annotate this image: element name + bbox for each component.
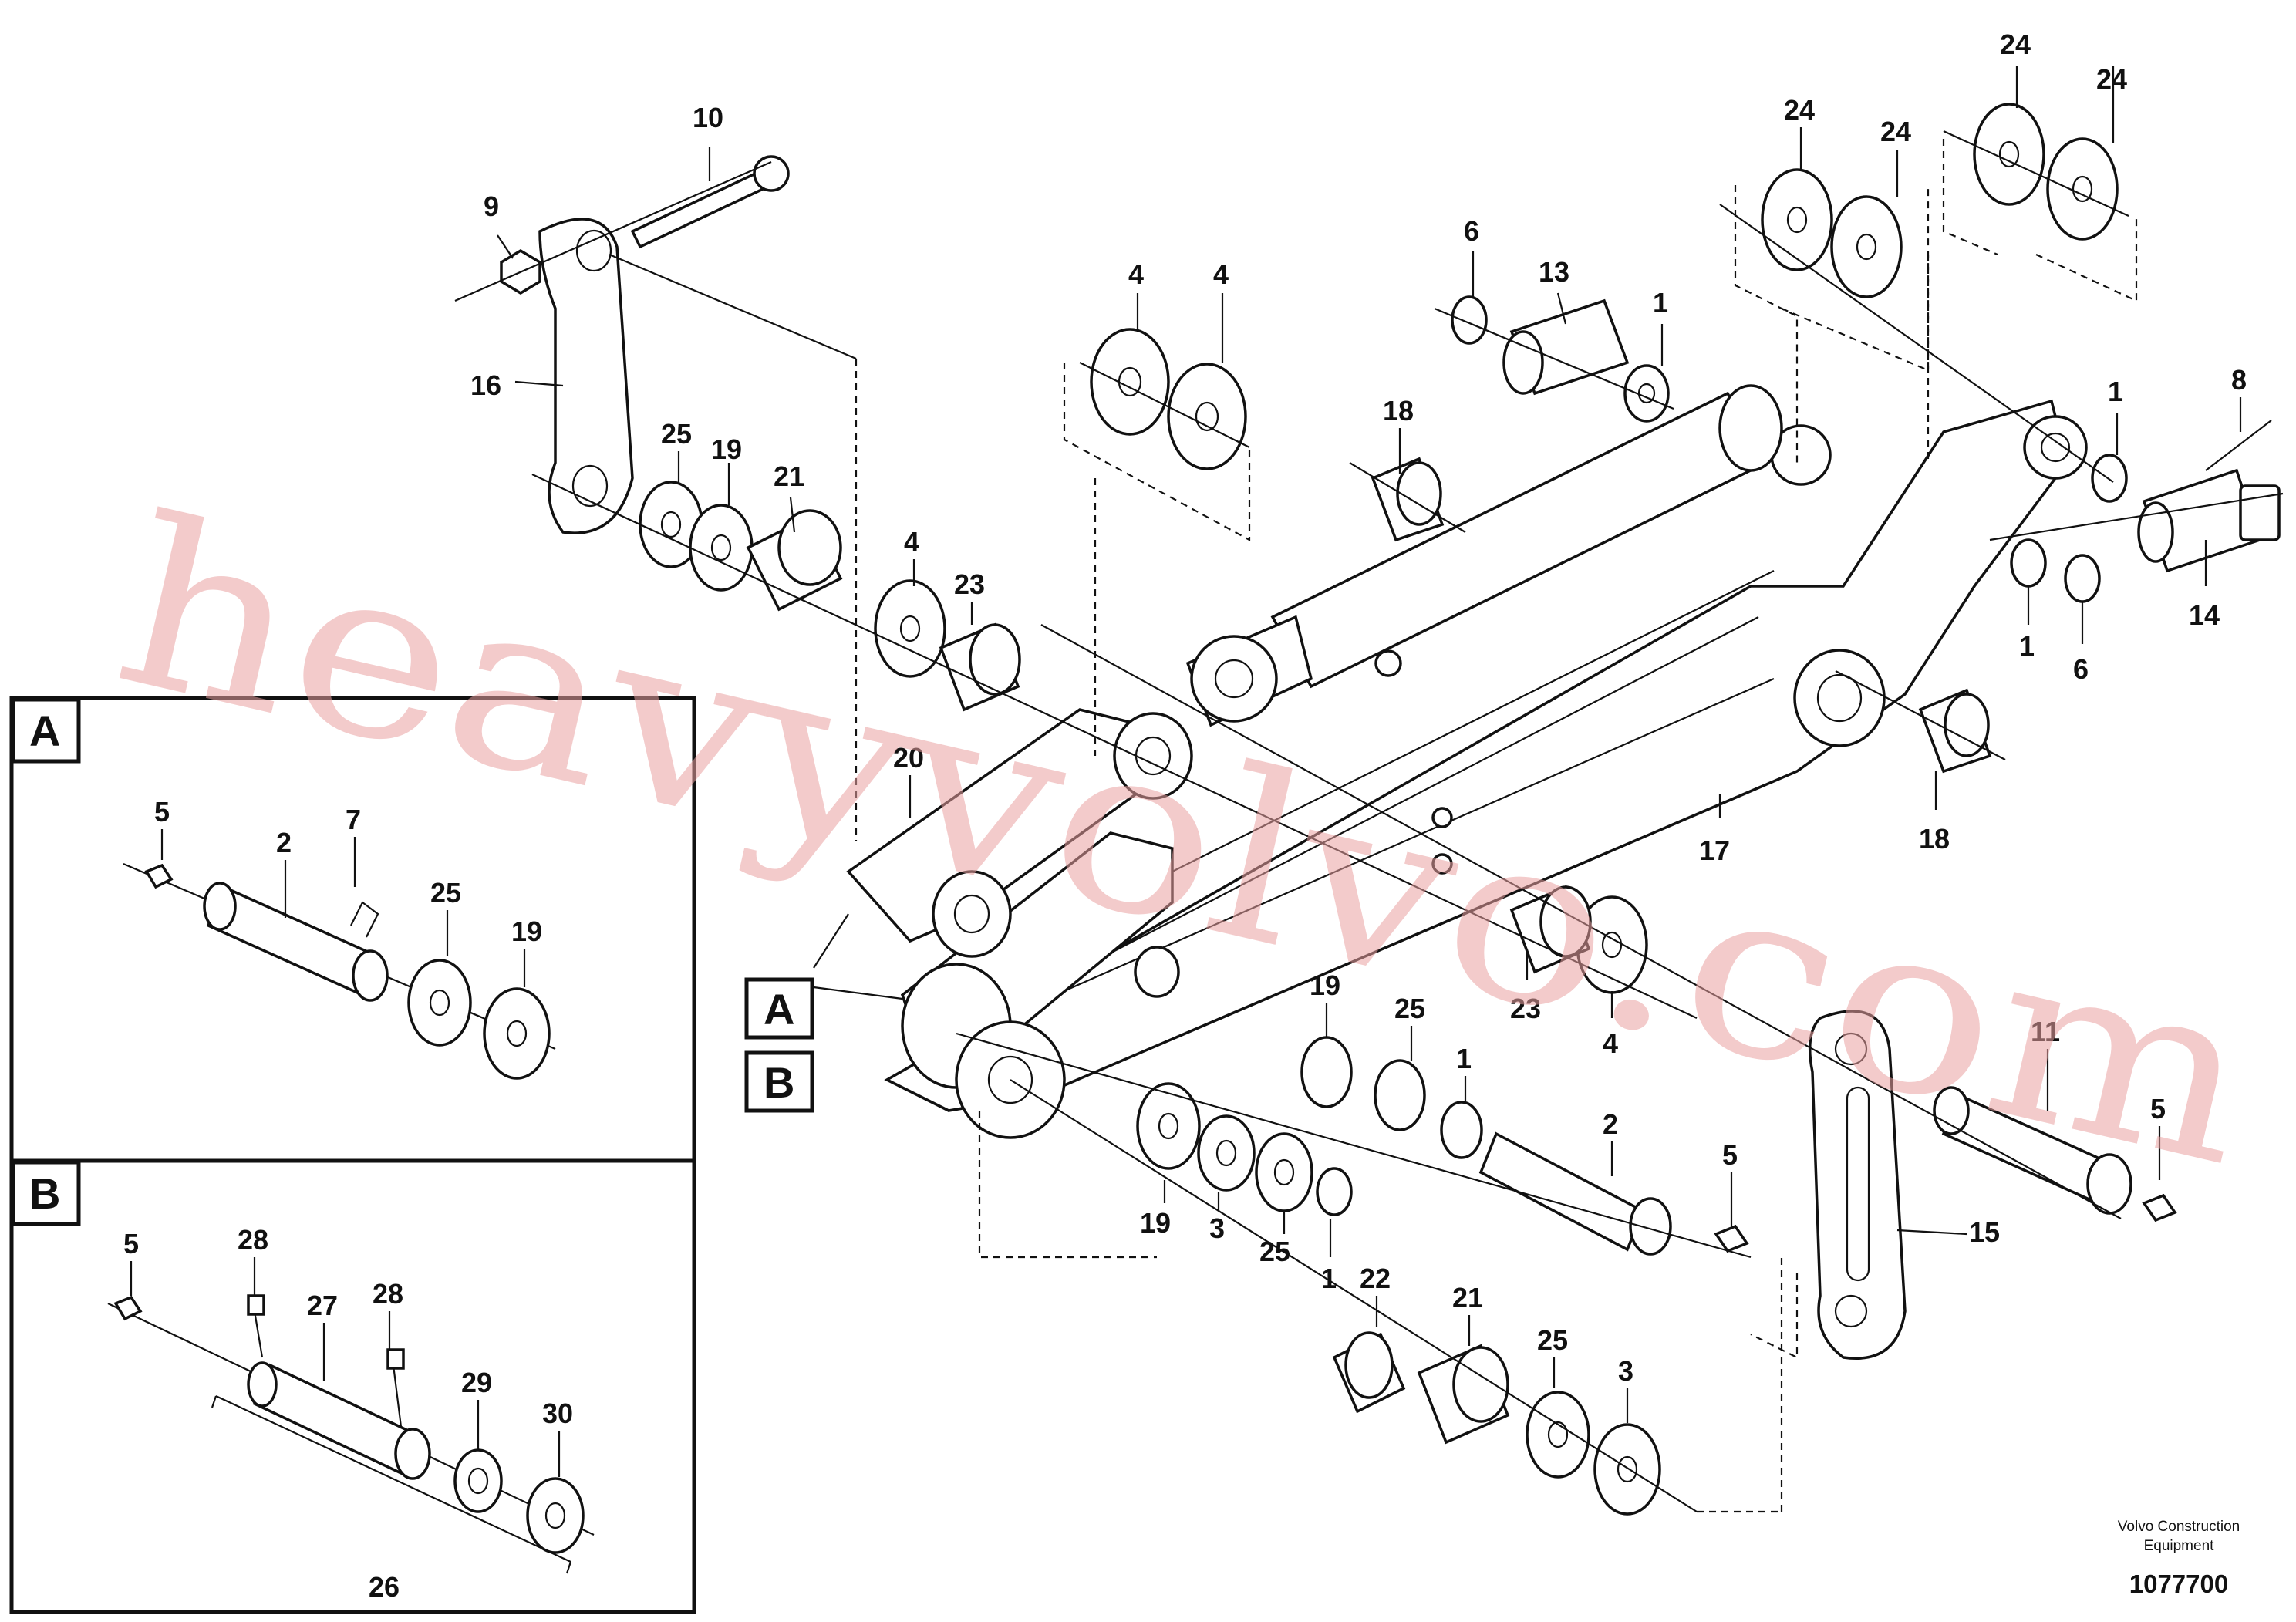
callout: 21 [1452, 1282, 1483, 1313]
callout: 30 [542, 1398, 573, 1429]
callout: 24 [1784, 94, 1815, 126]
callout: 2 [276, 827, 292, 858]
inset-a: A 5 2 7 25 19 [9, 696, 696, 1163]
callout: 13 [1539, 256, 1569, 288]
callout: 17 [1699, 835, 1730, 866]
callout: 20 [893, 742, 924, 774]
callout: 18 [1383, 395, 1414, 427]
callout: 11 [2031, 1016, 2060, 1047]
callout: 28 [238, 1224, 268, 1256]
callout: 2 [1603, 1108, 1618, 1140]
callout: 21 [774, 460, 804, 492]
callout: 19 [511, 916, 542, 947]
pointer-labels: A B [744, 977, 814, 1113]
inset-b-letter: B [29, 1169, 60, 1218]
callout: 15 [1969, 1216, 2000, 1248]
callout: 24 [1880, 116, 1911, 147]
callout: 24 [2000, 29, 2031, 60]
pointer-label-b: B [764, 1058, 794, 1107]
callout: 27 [307, 1290, 338, 1321]
callout: 5 [154, 796, 170, 828]
pointer-label-a: A [764, 985, 794, 1034]
callout: 22 [1360, 1263, 1391, 1294]
callout: 23 [954, 568, 985, 600]
callout: 18 [1919, 823, 1950, 855]
callout: 1 [1456, 1043, 1472, 1074]
callout: 1 [1321, 1263, 1337, 1294]
callout: 28 [373, 1278, 403, 1310]
callout-labels: 10 9 16 25 19 21 4 4 4 23 20 6 13 1 18 2… [470, 29, 2247, 1387]
callout: 29 [461, 1367, 492, 1398]
callout: 19 [1310, 969, 1340, 1001]
callout: 10 [693, 102, 723, 133]
callout: 1 [2108, 376, 2123, 407]
callout: 25 [661, 418, 692, 450]
callout: 19 [711, 433, 742, 465]
credit-line-1: Volvo Construction [2118, 1519, 2240, 1535]
callout: 5 [1722, 1139, 1738, 1171]
callout: 4 [904, 526, 919, 558]
callout: 14 [2189, 599, 2220, 631]
document-number: 1077700 [2129, 1570, 2228, 1598]
callout: 23 [1510, 993, 1541, 1024]
callout: 6 [1464, 215, 1479, 247]
credit-line-2: Equipment [2144, 1538, 2215, 1554]
callout: 5 [2150, 1093, 2166, 1125]
callout: 9 [484, 191, 499, 222]
callout: 4 [1213, 258, 1229, 290]
inset-a-letter: A [29, 706, 60, 755]
callout: 25 [430, 877, 461, 909]
axis-lines [454, 66, 2284, 1513]
callout: 8 [2231, 364, 2247, 396]
callout: 3 [1209, 1212, 1225, 1244]
callout: 3 [1618, 1355, 1633, 1387]
boom-assembly [538, 218, 2088, 1360]
callout: 19 [1140, 1207, 1171, 1239]
callout: 6 [2073, 653, 2089, 685]
callout: 5 [123, 1228, 139, 1259]
callout: 4 [1128, 258, 1144, 290]
callout: 7 [346, 804, 361, 835]
callout: 16 [470, 369, 501, 401]
callout: 4 [1603, 1027, 1618, 1059]
callout: 26 [369, 1571, 400, 1603]
callout: 25 [1537, 1324, 1568, 1356]
callout: 25 [1394, 993, 1425, 1024]
credit-block: Volvo Construction Equipment 1077700 [2118, 1519, 2240, 1598]
callout: 1 [1653, 287, 1668, 319]
callout: 1 [2019, 630, 2035, 662]
inset-b: B 5 28 27 28 29 30 26 [9, 1158, 696, 1614]
callout: 24 [2096, 63, 2127, 95]
callout: 25 [1259, 1236, 1290, 1267]
